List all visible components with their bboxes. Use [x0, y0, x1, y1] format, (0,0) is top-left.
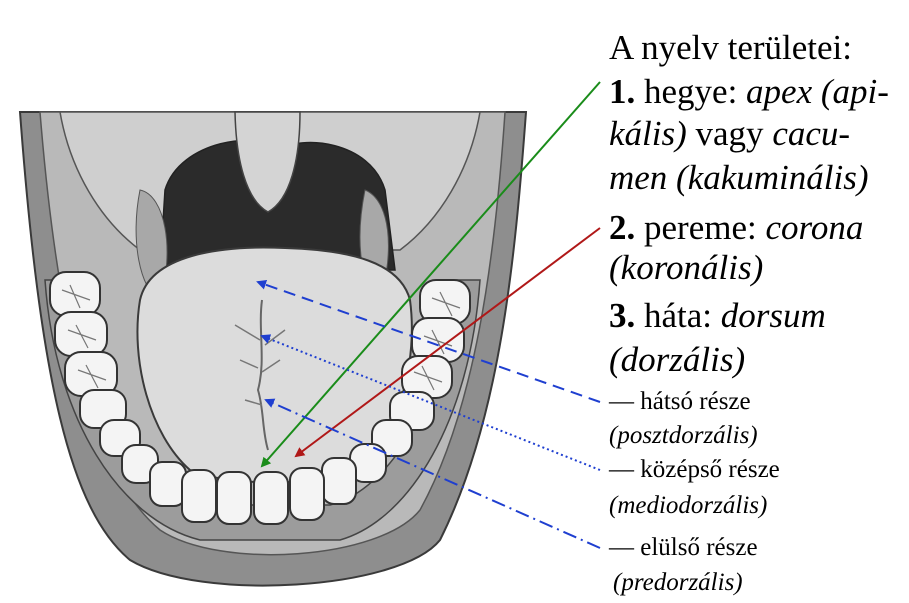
item-corona-term: corona: [765, 208, 863, 247]
item-dorsum-name: háta:: [644, 296, 712, 335]
item-corona-name: pereme:: [644, 208, 757, 247]
legend-title: A nyelv területei:: [609, 28, 852, 68]
subitem-posterior-label: — hátsó része: [609, 387, 751, 417]
item-dorsum-term-cont: (dorzális): [609, 340, 745, 380]
item-apex-connector: vagy: [696, 114, 764, 153]
item-apex-number: 1.: [609, 72, 635, 111]
item-apex-name: hegye:: [644, 72, 737, 111]
item-corona-number: 2.: [609, 208, 635, 247]
subitem-middle-term: (mediodorzális): [609, 491, 767, 521]
item-apex-term-cont: kális): [609, 114, 687, 153]
item-apex-line1: 1. hegye: apex (api-: [609, 72, 889, 112]
item-dorsum-number: 3.: [609, 296, 635, 335]
item-apex-term2-cont: men (kakuminális): [609, 158, 869, 198]
item-corona-term-cont: (koronális): [609, 248, 763, 288]
item-apex-term: apex (api-: [746, 72, 889, 111]
item-apex-term2: cacu-: [772, 114, 850, 153]
item-dorsum-term: dorsum: [721, 296, 826, 335]
item-apex-line2: kális) vagy cacu-: [609, 114, 850, 154]
subitem-anterior-label: — elülső része: [609, 533, 758, 563]
subitem-anterior-term: (predorzális): [613, 568, 743, 598]
subitem-posterior-term: (posztdorzális): [609, 421, 758, 451]
item-dorsum-line1: 3. háta: dorsum: [609, 296, 826, 336]
item-corona-line1: 2. pereme: corona: [609, 208, 863, 248]
subitem-middle-label: — középső része: [609, 455, 780, 485]
